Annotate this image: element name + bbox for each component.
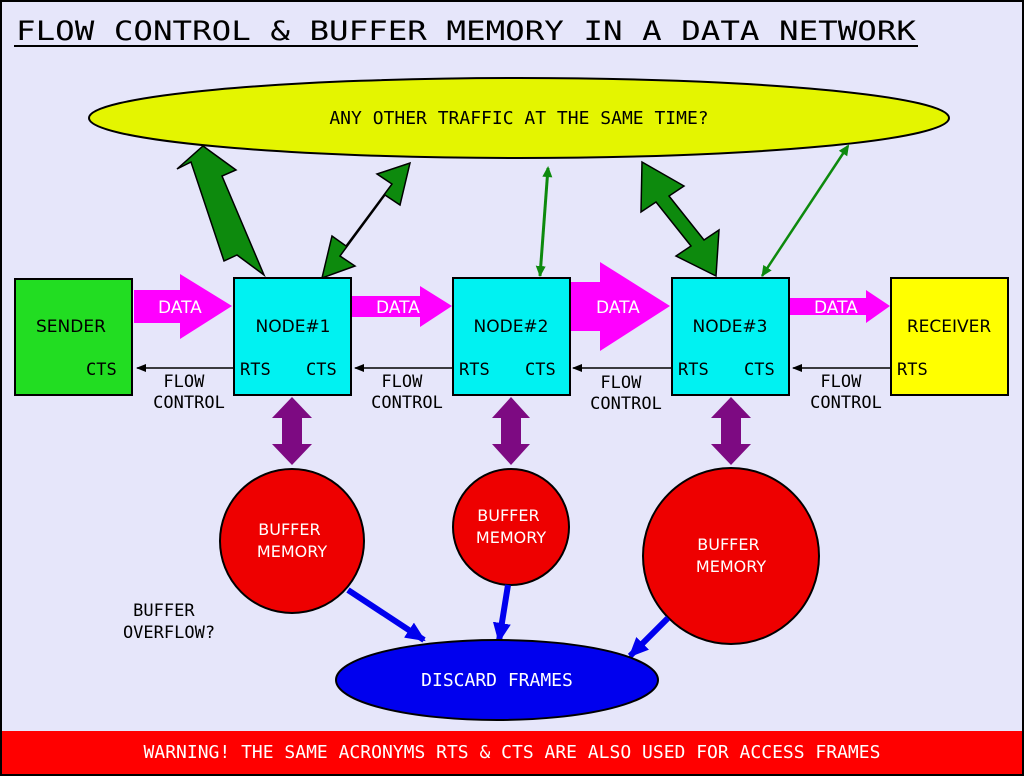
node1-box bbox=[233, 277, 352, 396]
discard-arrow-3 bbox=[627, 615, 671, 659]
warning-bar bbox=[2, 731, 1022, 774]
traffic-label: ANY OTHER TRAFFIC AT THE SAME TIME? bbox=[329, 108, 708, 129]
buffer-link-arrow-3 bbox=[711, 397, 751, 465]
receiver-rts: RTS bbox=[897, 360, 928, 380]
flow-control-label-3: FLOW CONTROL bbox=[590, 373, 662, 414]
page-title: FLOW CONTROL & BUFFER MEMORY IN A DATA N… bbox=[16, 16, 917, 47]
sender-box bbox=[14, 278, 133, 396]
node1-rts: RTS bbox=[240, 360, 271, 380]
buffer-memory-2 bbox=[452, 468, 570, 586]
data-arrow-1 bbox=[134, 274, 232, 339]
data-arrow-3 bbox=[571, 262, 670, 351]
receiver-box bbox=[890, 277, 1009, 396]
buffer-memory-1-label: BUFFER MEMORY bbox=[257, 520, 327, 561]
flow-control-label-4: FLOW CONTROL bbox=[810, 372, 882, 413]
data-arrow-3-label: DATA bbox=[596, 298, 640, 318]
node1-cts: CTS bbox=[306, 360, 337, 380]
receiver-label: RECEIVER bbox=[907, 317, 992, 337]
traffic-arrow-node2 bbox=[535, 166, 553, 277]
buffer-memory-1 bbox=[219, 468, 365, 614]
buffer-memory-3-label: BUFFER MEMORY bbox=[696, 535, 766, 576]
data-arrow-2 bbox=[352, 286, 452, 327]
node2-rts: RTS bbox=[459, 360, 490, 380]
flow-control-label-1: FLOW CONTROL bbox=[153, 372, 225, 413]
node2-cts: CTS bbox=[525, 360, 556, 380]
buffer-memory-2-label: BUFFER MEMORY bbox=[476, 506, 546, 547]
node3-cts: CTS bbox=[744, 360, 775, 380]
buffer-link-arrow-2 bbox=[492, 397, 530, 465]
node2-label: NODE#2 bbox=[474, 317, 549, 337]
data-arrow-2-label: DATA bbox=[376, 298, 420, 318]
buffer-overflow-label: BUFFER OVERFLOW? bbox=[123, 601, 215, 643]
discard-frames-label: DISCARD FRAMES bbox=[421, 670, 573, 691]
warning-text: WARNING! THE SAME ACRONYMS RTS & CTS ARE… bbox=[144, 742, 881, 763]
traffic-arrow-node3-right bbox=[760, 144, 850, 277]
node3-box bbox=[671, 277, 790, 396]
node1-label: NODE#1 bbox=[256, 317, 331, 337]
data-arrow-4-label: DATA bbox=[814, 298, 858, 318]
discard-frames-ellipse bbox=[335, 639, 659, 721]
traffic-arrow-node1-left bbox=[176, 145, 266, 278]
traffic-arrow-node3-left bbox=[640, 160, 720, 278]
node3-label: NODE#3 bbox=[693, 317, 768, 337]
buffer-link-arrow-1 bbox=[272, 397, 312, 465]
data-arrow-4 bbox=[790, 290, 890, 323]
node2-box bbox=[452, 277, 571, 396]
sender-cts: CTS bbox=[86, 360, 117, 380]
data-arrow-1-label: DATA bbox=[158, 298, 202, 318]
buffer-memory-3 bbox=[642, 467, 820, 645]
traffic-ellipse bbox=[88, 77, 950, 159]
node3-rts: RTS bbox=[678, 360, 709, 380]
sender-label: SENDER bbox=[36, 317, 106, 337]
discard-arrow-1 bbox=[346, 587, 426, 643]
flow-control-label-2: FLOW CONTROL bbox=[371, 372, 443, 413]
discard-arrow-2 bbox=[492, 584, 511, 643]
